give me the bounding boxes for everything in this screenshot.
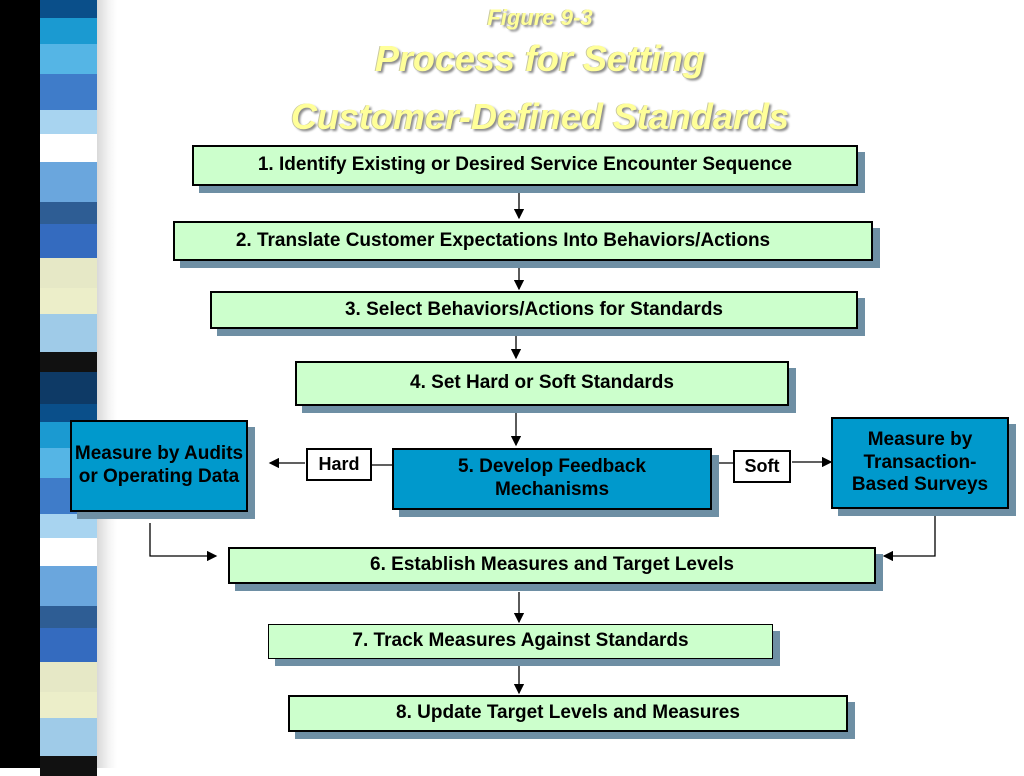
stripe-segment <box>40 566 97 606</box>
page-title-line-1: Process for Setting <box>374 38 706 79</box>
stripe-segment <box>40 18 97 44</box>
step-2-box: 2. Translate Customer Expectations Into … <box>173 221 873 261</box>
stripe-segment <box>40 404 97 422</box>
stripe-segment <box>40 514 97 538</box>
step-6-label: 6. Establish Measures and Target Levels <box>370 554 734 576</box>
soft-label: Soft <box>744 455 780 476</box>
stripe-segment <box>40 692 97 718</box>
arrow-surveys-to-6 <box>882 510 936 562</box>
step-7-label: 7. Track Measures Against Standards <box>352 630 689 652</box>
stripe-segment <box>40 162 97 202</box>
stripe-segment <box>40 606 97 628</box>
soft-label-box: Soft <box>733 450 791 483</box>
stripe-segment <box>40 202 97 224</box>
step-5-label: 5. Develop Feedback Mechanisms <box>458 456 646 500</box>
step-3-box: 3. Select Behaviors/Actions for Standard… <box>210 291 858 329</box>
stripe-segment <box>40 352 97 372</box>
hard-measure-box: Measure by Audits or Operating Data <box>70 420 248 512</box>
hard-measure-label: Measure by Audits or Operating Data <box>74 443 244 487</box>
soft-measure-label: Measure by Transaction-Based Surveys <box>851 428 989 496</box>
stripe-segment <box>40 372 97 404</box>
hard-label-box: Hard <box>306 448 372 481</box>
stripe-dark-edge <box>0 0 40 768</box>
step-1-box: 1. Identify Existing or Desired Service … <box>192 145 858 186</box>
stripe-segment <box>40 628 97 662</box>
step-7-box: 7. Track Measures Against Standards <box>268 624 773 659</box>
step-8-box: 8. Update Target Levels and Measures <box>288 695 848 732</box>
stripe-segment <box>40 258 97 288</box>
step-2-label: 2. Translate Customer Expectations Into … <box>235 229 771 251</box>
figure-label: Figure 9-3 <box>487 5 593 30</box>
step-4-label: 4. Set Hard or Soft Standards <box>410 372 674 394</box>
stripe-shadow <box>97 0 117 768</box>
hard-label: Hard <box>318 453 360 474</box>
stripe-segment <box>40 110 97 134</box>
step-6-box: 6. Establish Measures and Target Levels <box>228 547 876 584</box>
stripe-segment <box>40 134 97 162</box>
step-3-label: 3. Select Behaviors/Actions for Standard… <box>344 298 723 320</box>
stripe-segment <box>40 224 97 258</box>
stripe-segment <box>40 74 97 110</box>
stripe-segment <box>40 718 97 756</box>
page-title-line-2: Customer-Defined Standards <box>290 96 790 137</box>
arrow-audits-to-6 <box>149 523 218 562</box>
step-5-box: 5. Develop Feedback Mechanisms <box>392 448 712 510</box>
step-8-label: 8. Update Target Levels and Measures <box>396 702 740 724</box>
stripe-segment <box>40 44 97 74</box>
decorative-stripe-band <box>0 0 117 776</box>
soft-measure-box: Measure by Transaction-Based Surveys <box>831 417 1009 509</box>
step-4-box: 4. Set Hard or Soft Standards <box>295 361 789 406</box>
step-1-label: 1. Identify Existing or Desired Service … <box>257 154 793 176</box>
stripe-segment <box>40 314 97 352</box>
stripe-segment <box>40 0 97 18</box>
stripe-segment <box>40 288 97 314</box>
stripe-segment <box>40 662 97 692</box>
stripe-segment <box>40 538 97 566</box>
